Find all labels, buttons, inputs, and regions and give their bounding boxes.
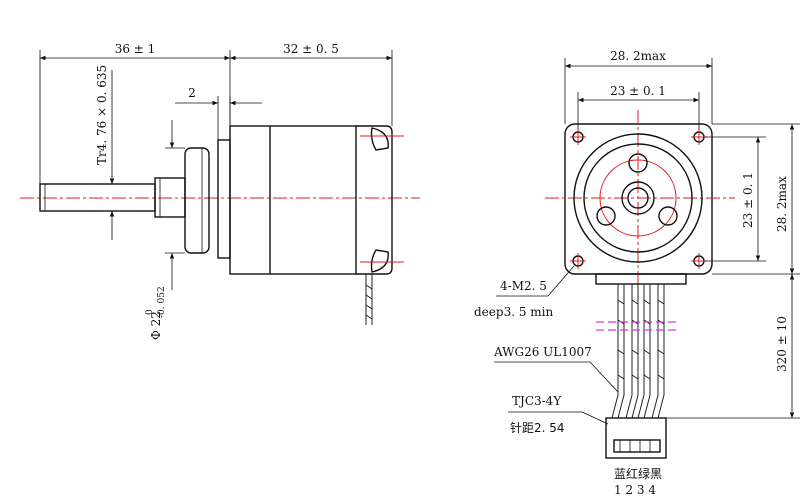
bore-inner: [627, 187, 649, 209]
lead-exit-block: [595, 273, 687, 285]
screw-leader: [547, 265, 575, 297]
dim-lead-length: 320 ± 10: [775, 316, 789, 372]
dim-height-max: 28. 2max: [775, 176, 789, 232]
screw-depth-note: deep3. 5 min: [474, 305, 553, 319]
dim-width-max: 28. 2max: [610, 49, 666, 63]
diameter-main: Φ 22: [149, 311, 163, 340]
outer-circle: [573, 133, 703, 263]
dim-hole-spacing-v: 23 ± 0. 1: [741, 172, 755, 228]
front-view: 28. 2max 23 ± 0. 1 23 ± 0. 1 28. 2max 32…: [474, 49, 800, 497]
motor-body: [229, 125, 357, 275]
bore-outer: [621, 181, 655, 215]
mount-plate: [217, 139, 231, 259]
front-lead-hatch: [617, 299, 665, 380]
side-lead-hatch: [365, 284, 373, 320]
pin-numbers: 1 2 3 4: [614, 483, 656, 497]
wire-spec-note: AWG26 UL1007: [493, 345, 592, 359]
pitch-circle: [599, 159, 677, 237]
end-cap-screw-bottom: [370, 249, 389, 273]
connector-window: [613, 439, 661, 453]
dim-hole-spacing-h: 23 ± 0. 1: [610, 84, 666, 98]
diameter-tol-upper: 0: [145, 309, 155, 315]
hole-top: [628, 153, 648, 173]
thread-spec: Tr4. 76 × 0. 635: [95, 65, 109, 165]
hole-right: [658, 206, 678, 226]
side-lead-wire: [365, 274, 373, 325]
corner-hole-centers: [570, 129, 707, 269]
pitch-note: 针距2. 54: [510, 420, 565, 435]
dim-step-width: 2: [188, 86, 196, 100]
connector-housing: [605, 417, 667, 459]
wire-leader: [589, 361, 619, 393]
connector-pins: [619, 440, 651, 452]
screw-thread-note: 4-M2. 5: [500, 279, 547, 293]
side-view: 36 ± 1 32 ± 0. 5 2 Tr4. 76 × 0. 635 Φ 22…: [20, 42, 420, 340]
end-cap: [356, 125, 393, 275]
front-lead-wires: [611, 284, 665, 419]
boss-circle: [583, 143, 693, 253]
connector-note: TJC3-4Y: [512, 394, 562, 408]
diameter-tol-lower: -0. 052: [157, 286, 167, 318]
dim-shaft-length: 36 ± 1: [115, 42, 156, 56]
connector-leader: [581, 411, 609, 425]
flange-disc: [184, 147, 210, 254]
end-cap-screw-top: [370, 127, 389, 151]
dim-body-length: 32 ± 0. 5: [283, 42, 339, 56]
hole-left: [596, 206, 616, 226]
wire-colors: 蓝红绿黑: [614, 466, 662, 481]
